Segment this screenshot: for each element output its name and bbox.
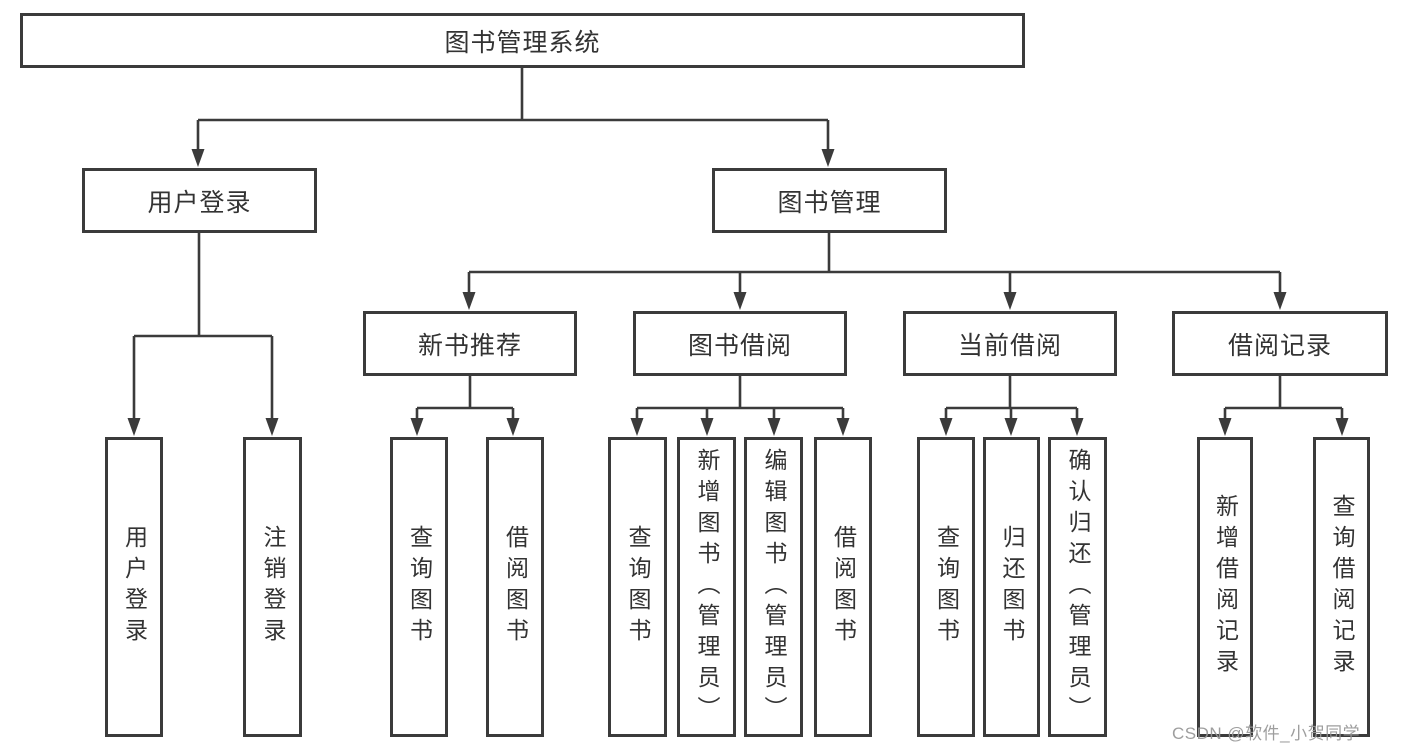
arrowhead-icon <box>821 149 835 167</box>
arrowhead-icon <box>1004 418 1018 436</box>
leaf-logout: 注销登录 <box>243 437 302 737</box>
leaf-recommend-borrow-book: 借阅图书 <box>486 437 544 737</box>
node-current-borrow: 当前借阅 <box>903 311 1117 376</box>
tree-edges <box>132 68 1344 421</box>
leaf-current-query-book: 查询图书 <box>917 437 975 737</box>
leaf-edit-book-admin: 编辑图书（管理员） <box>744 437 803 737</box>
node-book-management: 图书管理 <box>712 168 947 233</box>
arrowhead-icon <box>410 418 424 436</box>
arrowhead-icon <box>1003 292 1017 310</box>
arrowhead-icon <box>191 149 205 167</box>
leaf-user-login: 用户登录 <box>105 437 163 737</box>
arrowhead-icon <box>1335 418 1349 436</box>
leaf-recommend-query-book: 查询图书 <box>390 437 448 737</box>
leaf-add-book-admin: 新增图书（管理员） <box>677 437 736 737</box>
arrowhead-icon <box>630 418 644 436</box>
leaf-borrow-query-book: 查询图书 <box>608 437 667 737</box>
leaf-confirm-return-admin: 确认归还（管理员） <box>1048 437 1107 737</box>
arrowhead-icon <box>836 418 850 436</box>
node-user-login: 用户登录 <box>82 168 317 233</box>
arrowhead-icon <box>1070 418 1084 436</box>
node-new-book-recommend: 新书推荐 <box>363 311 577 376</box>
arrowhead-icon <box>939 418 953 436</box>
arrowhead-icon <box>1218 418 1232 436</box>
arrowhead-icon <box>127 418 141 436</box>
arrowheads <box>127 149 1349 436</box>
arrowhead-icon <box>700 418 714 436</box>
arrowhead-icon <box>733 292 747 310</box>
leaf-borrow-book: 借阅图书 <box>814 437 872 737</box>
leaf-add-borrow-record: 新增借阅记录 <box>1197 437 1253 737</box>
node-borrow-records: 借阅记录 <box>1172 311 1388 376</box>
leaf-return-book: 归还图书 <box>983 437 1040 737</box>
node-library-system: 图书管理系统 <box>20 13 1025 68</box>
arrowhead-icon <box>767 418 781 436</box>
arrowhead-icon <box>265 418 279 436</box>
arrowhead-icon <box>1273 292 1287 310</box>
node-book-borrow: 图书借阅 <box>633 311 847 376</box>
csdn-watermark: CSDN @软件_小贺同学 <box>1172 724 1361 743</box>
arrowhead-icon <box>462 292 476 310</box>
leaf-query-borrow-record: 查询借阅记录 <box>1313 437 1370 737</box>
arrowhead-icon <box>506 418 520 436</box>
